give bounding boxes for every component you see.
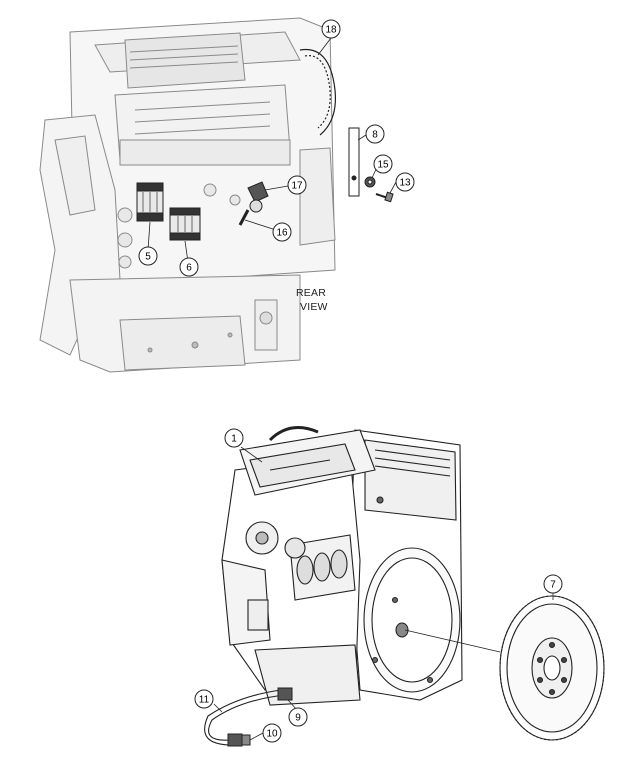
callout-17: 17 xyxy=(287,175,307,195)
callout-8: 8 xyxy=(365,124,385,144)
svg-text:11: 11 xyxy=(199,695,210,706)
svg-text:7: 7 xyxy=(550,580,556,591)
svg-text:1: 1 xyxy=(231,434,237,445)
leader-lines-top xyxy=(147,37,397,263)
callout-10: 10 xyxy=(262,723,282,743)
washer-icon xyxy=(364,176,376,188)
svg-text:8: 8 xyxy=(372,130,378,141)
fuel-filter-icon xyxy=(169,207,201,241)
hose-icon xyxy=(238,209,250,226)
engine-assembly-icon xyxy=(221,426,463,706)
callout-5: 5 xyxy=(138,246,158,266)
svg-text:9: 9 xyxy=(295,713,301,724)
flywheel-icon xyxy=(499,595,605,741)
svg-text:15: 15 xyxy=(377,160,389,171)
callout-15: 15 xyxy=(373,154,393,174)
callout-1: 1 xyxy=(224,428,244,448)
callout-7: 7 xyxy=(543,574,563,594)
svg-text:6: 6 xyxy=(186,263,192,274)
drain-hose-icon xyxy=(204,689,286,746)
timing-gear-icon xyxy=(299,48,337,136)
view-label-line1: REAR xyxy=(296,287,326,299)
bolt-icon xyxy=(375,191,394,203)
svg-text:17: 17 xyxy=(291,181,303,192)
svg-text:5: 5 xyxy=(145,252,151,263)
svg-text:18: 18 xyxy=(325,25,337,36)
oil-filter-icon xyxy=(136,182,164,222)
callout-13: 13 xyxy=(395,172,415,192)
callout-6: 6 xyxy=(179,257,199,277)
callout-18: 18 xyxy=(321,19,341,39)
callout-11: 11 xyxy=(194,689,214,709)
svg-text:10: 10 xyxy=(266,729,278,740)
callout-9: 9 xyxy=(288,707,308,727)
plate-icon xyxy=(348,127,360,197)
callout-16: 16 xyxy=(272,222,292,242)
view-label-line2: VIEW xyxy=(300,301,328,313)
engine-rear-view-icon xyxy=(39,17,336,373)
fitting-icon xyxy=(227,687,293,747)
svg-text:13: 13 xyxy=(399,178,411,189)
svg-text:16: 16 xyxy=(276,228,288,239)
sender-icon xyxy=(247,181,269,213)
